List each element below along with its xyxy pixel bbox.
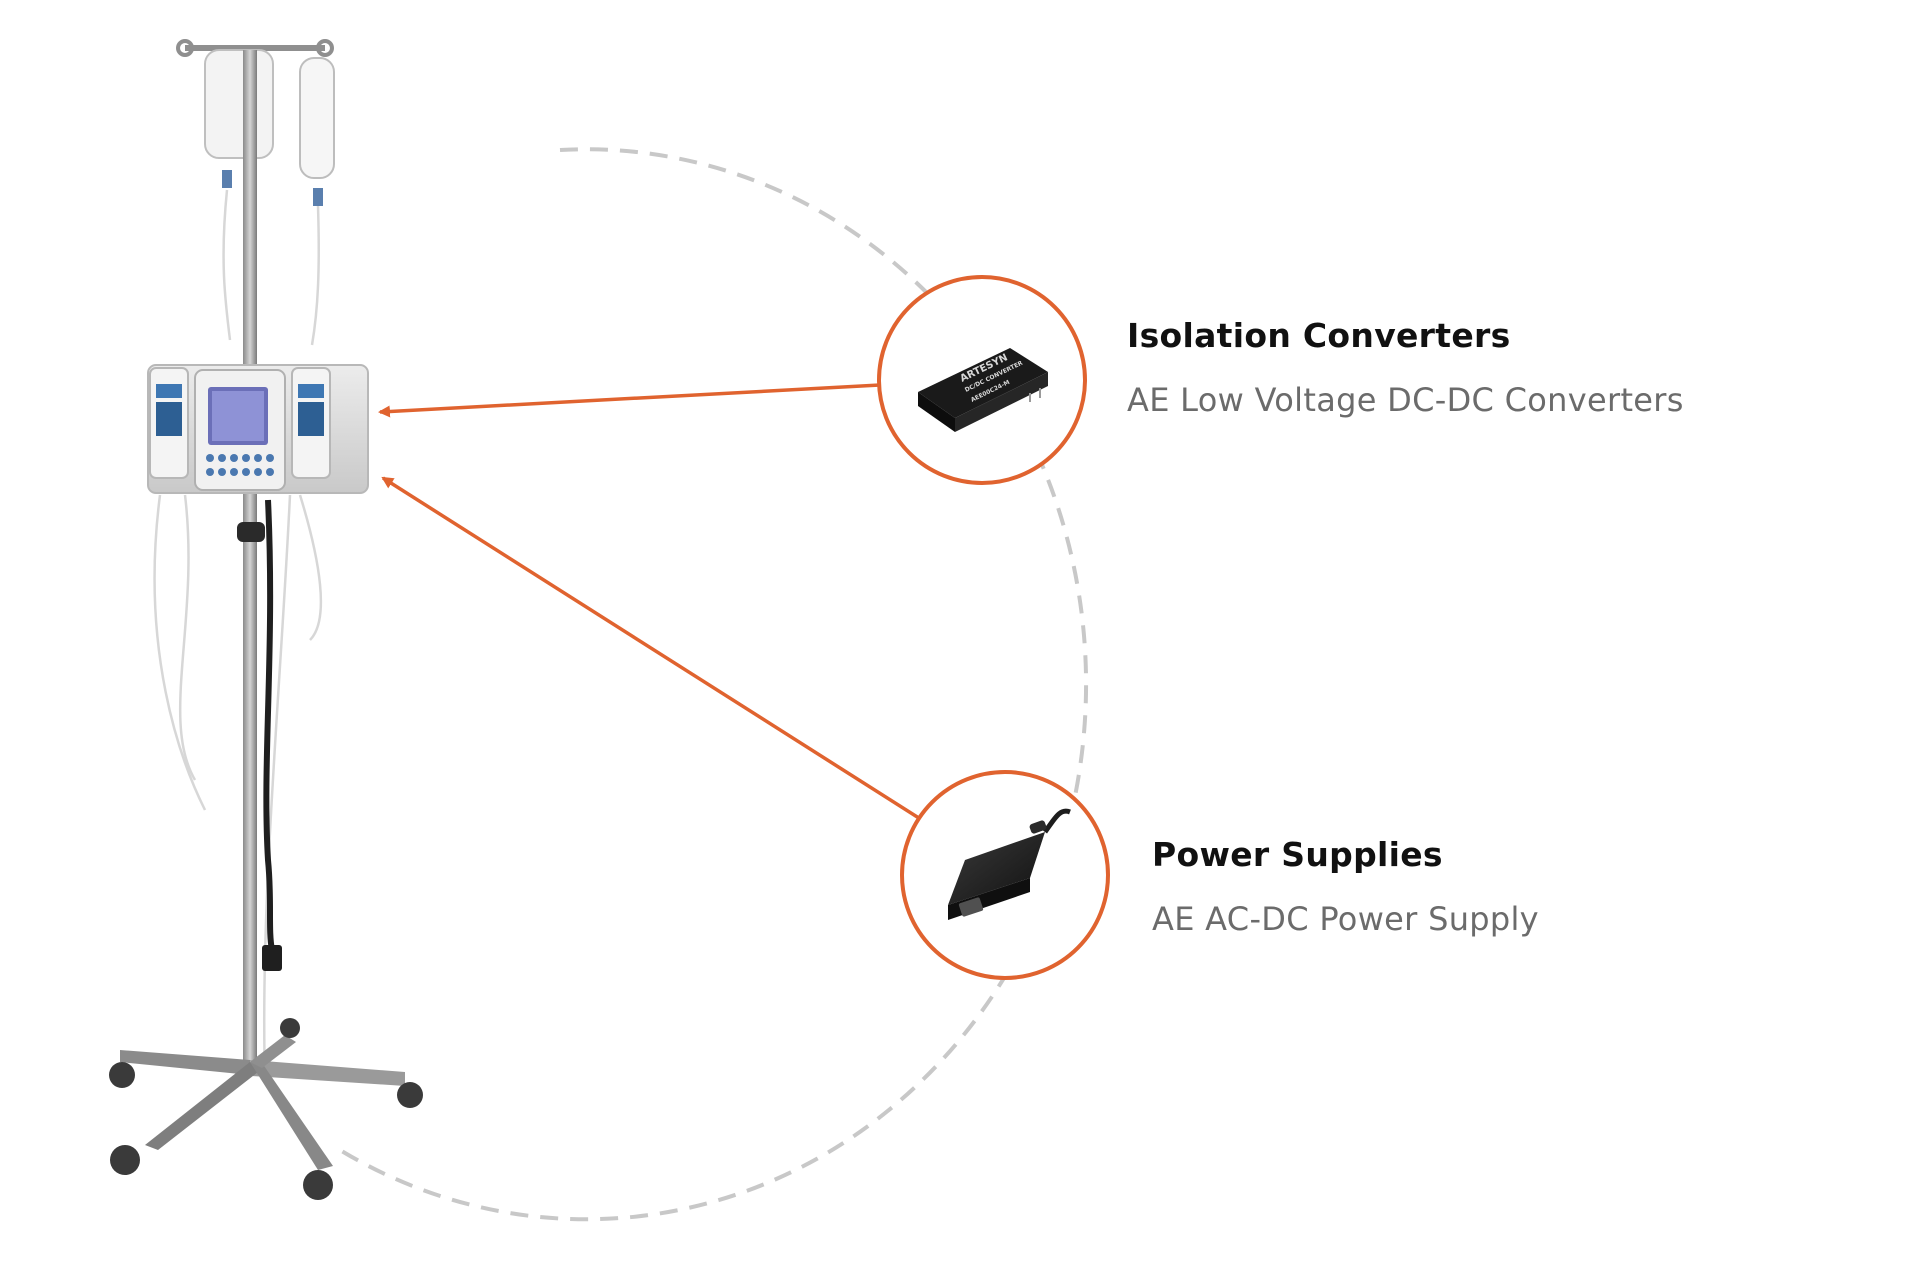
callout-circle-power-supplies	[900, 770, 1110, 980]
ac-dc-power-brick-icon	[948, 808, 1071, 920]
callout-subtitle: AE Low Voltage DC-DC Converters	[1127, 381, 1684, 419]
power-cord	[263, 499, 275, 951]
callout-title: Power Supplies	[1152, 835, 1443, 874]
callout-subtitle: AE AC-DC Power Supply	[1152, 900, 1539, 938]
callout-title: Isolation Converters	[1127, 316, 1511, 355]
iv-pole-illustration	[109, 39, 423, 1200]
callout-label-power-supplies: Power Supplies AE AC-DC Power Supply	[1152, 835, 1539, 938]
iv-bag-icon	[204, 49, 335, 206]
iv-hanger-icon	[176, 39, 334, 57]
iv-tubing	[153, 189, 323, 1081]
pole-base-icon	[109, 1018, 423, 1200]
infusion-pump-icon	[147, 364, 369, 494]
callout-circle-isolation-converters: ARTESYN DC/DC CONVERTER AEE00C24-M	[877, 275, 1087, 485]
arrow-isolation-converters	[378, 383, 881, 418]
iv-pole	[243, 50, 257, 1060]
arrow-power-supplies	[381, 476, 923, 822]
callout-label-isolation-converters: Isolation Converters AE Low Voltage DC-D…	[1127, 316, 1684, 419]
